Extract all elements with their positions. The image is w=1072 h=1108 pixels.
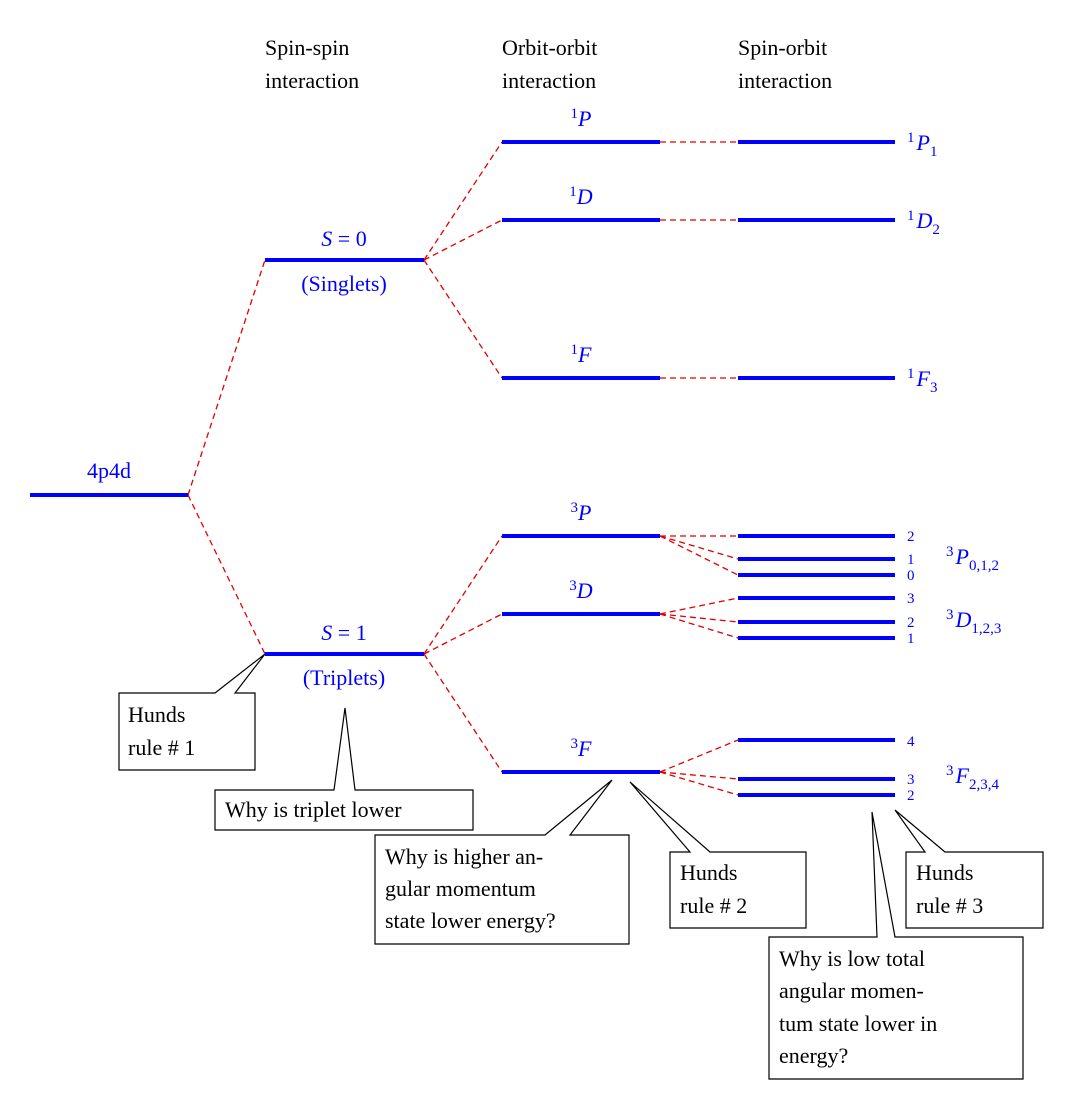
final-label-1F3: 1F3 — [907, 366, 937, 396]
final-label-3P012: 3P0,1,2 — [946, 544, 999, 574]
connector-3F-J4 — [659, 739, 739, 773]
final-label-1D2: 1D2 — [907, 208, 940, 238]
header-orbit-orbit-line2: interaction — [502, 68, 596, 93]
j-label-3P-2: 2 — [907, 529, 915, 545]
callout-triplet-lower-text: Why is triplet lower — [225, 797, 402, 822]
callout-triplet-lower: Why is triplet lower — [214, 707, 474, 831]
connector-lines — [187, 141, 739, 796]
j-label-3D-1: 1 — [907, 631, 915, 647]
term-label-3D: 3D — [569, 578, 593, 603]
callout-low-J-line4: energy? — [779, 1043, 848, 1068]
callout-higher-L-line3: state lower energy? — [385, 908, 556, 933]
header-spin-orbit-line1: Spin-orbit — [738, 35, 827, 60]
connector-3P-J0 — [659, 535, 739, 576]
connector-triplet-3P — [423, 535, 503, 655]
term-label-3P: 3P — [571, 500, 592, 525]
callout-low-J-line1: Why is low total — [779, 946, 925, 971]
callout-low-J-line3: tum state lower in — [779, 1011, 937, 1036]
header-spin-spin-line1: Spin-spin — [265, 35, 349, 60]
config-label: 4p4d — [87, 458, 131, 483]
callout-higher-L-line2: gular momentum — [385, 876, 536, 901]
j-label-3P-0: 0 — [907, 568, 915, 584]
connector-3F-J2 — [659, 771, 739, 796]
callout-hunds-rule-2-line2: rule # 2 — [680, 893, 747, 918]
header-orbit-orbit-line1: Orbit-orbit — [502, 35, 597, 60]
callout-hunds-rule-3-line1: Hunds — [916, 860, 973, 885]
j-label-3D-2: 2 — [907, 615, 915, 631]
j-values: 2 1 0 3 2 1 4 3 2 — [907, 529, 915, 804]
header-spin-orbit-line2: interaction — [738, 68, 832, 93]
final-label-1P1: 1P1 — [907, 130, 937, 160]
connector-3P-J1 — [659, 535, 739, 560]
header-spin-spin-line2: interaction — [265, 68, 359, 93]
term-label-1F: 1F — [571, 342, 593, 367]
connector-singlet-1F — [423, 259, 503, 379]
connector-singlet-1D — [423, 219, 503, 261]
connector-3D-J2 — [659, 613, 739, 623]
callout-low-total-angular-momentum: Why is low total angular momen- tum stat… — [768, 811, 1024, 1080]
header-spin-orbit: Spin-orbit interaction — [738, 35, 832, 93]
callout-hunds-rule-2-line1: Hunds — [680, 860, 737, 885]
connector-3F-J3 — [659, 771, 739, 780]
callout-higher-angular-momentum: Why is higher an- gular momentum state l… — [374, 779, 630, 945]
term-label-1P: 1P — [571, 106, 592, 131]
final-label-3F234: 3F2,3,4 — [946, 763, 999, 793]
callout-higher-L-line1: Why is higher an- — [385, 844, 543, 869]
callout-hunds-rule-1-line2: rule # 1 — [128, 735, 195, 760]
term-label-1D: 1D — [569, 184, 593, 209]
connector-triplet-3D — [423, 613, 503, 655]
header-orbit-orbit: Orbit-orbit interaction — [502, 35, 597, 93]
connector-config-singlet — [187, 259, 266, 496]
callout-low-J-line2: angular momen- — [779, 978, 924, 1003]
j-label-3F-4: 4 — [907, 734, 915, 750]
triplets-label: (Triplets) — [303, 665, 385, 690]
callout-hunds-rule-1-line1: Hunds — [128, 702, 185, 727]
j-label-3P-1: 1 — [907, 552, 915, 568]
j-label-3D-3: 3 — [907, 591, 915, 607]
j-label-3F-2: 2 — [907, 788, 915, 804]
energy-levels — [30, 140, 895, 797]
singlet-S-label: S = 0 — [321, 226, 366, 251]
connector-3D-J3 — [659, 597, 739, 615]
final-label-3D123: 3D1,2,3 — [946, 607, 1001, 637]
connector-3D-J1 — [659, 613, 739, 639]
triplet-S-label: S = 1 — [321, 620, 366, 645]
j-label-3F-3: 3 — [907, 772, 915, 788]
callout-hunds-rule-1: Hunds rule # 1 — [118, 653, 266, 771]
header-spin-spin: Spin-spin interaction — [265, 35, 359, 93]
term-label-3F: 3F — [571, 736, 593, 761]
callout-hunds-rule-3: Hunds rule # 3 — [894, 809, 1044, 929]
callout-hunds-rule-3-line2: rule # 3 — [916, 893, 983, 918]
callout-hunds-rule-2: Hunds rule # 2 — [629, 781, 807, 929]
singlets-label: (Singlets) — [301, 271, 387, 296]
connector-singlet-1P — [423, 141, 503, 261]
connector-triplet-3F — [423, 653, 503, 773]
connector-config-triplet — [187, 494, 266, 655]
